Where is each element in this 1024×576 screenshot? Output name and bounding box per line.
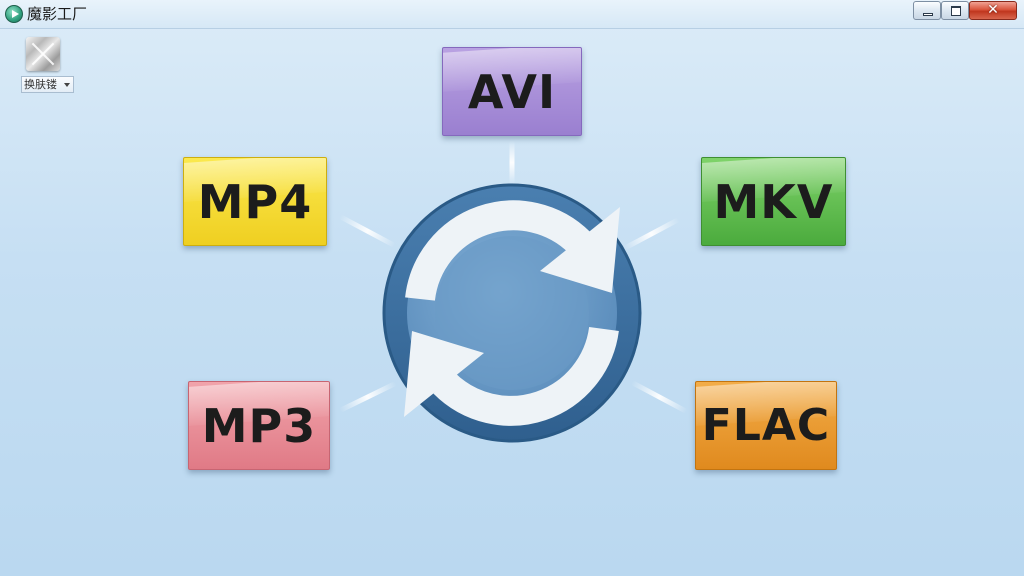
format-tile-avi[interactable]: AVI: [442, 47, 582, 136]
close-icon: ✕: [987, 2, 999, 18]
chevron-down-icon: [64, 83, 70, 87]
maximize-icon: [951, 6, 961, 16]
format-tile-mkv[interactable]: MKV: [701, 157, 846, 246]
format-tile-flac[interactable]: FLAC: [695, 381, 837, 470]
format-label-flac: FLAC: [701, 400, 831, 451]
play-logo-icon: [5, 5, 23, 23]
close-button[interactable]: ✕: [969, 1, 1017, 20]
format-label-mp3: MP3: [201, 398, 317, 453]
format-label-mp4: MP4: [197, 174, 313, 229]
format-label-mkv: MKV: [713, 174, 834, 229]
skin-label: 换肤镂: [24, 78, 57, 91]
minimize-icon: [923, 13, 933, 16]
skin-icon[interactable]: [26, 37, 60, 71]
refresh-convert-icon[interactable]: [380, 181, 644, 445]
format-tile-mp4[interactable]: MP4: [183, 157, 327, 246]
format-tile-mp3[interactable]: MP3: [188, 381, 330, 470]
format-label-avi: AVI: [467, 64, 557, 119]
minimize-button[interactable]: [913, 1, 941, 20]
window-title: 魔影工厂: [27, 5, 88, 23]
skin-dropdown[interactable]: 换肤镂: [21, 76, 74, 93]
title-bar[interactable]: 魔影工厂 ✕: [0, 0, 1024, 29]
ray-avi: [509, 140, 515, 185]
maximize-button[interactable]: [941, 1, 969, 20]
